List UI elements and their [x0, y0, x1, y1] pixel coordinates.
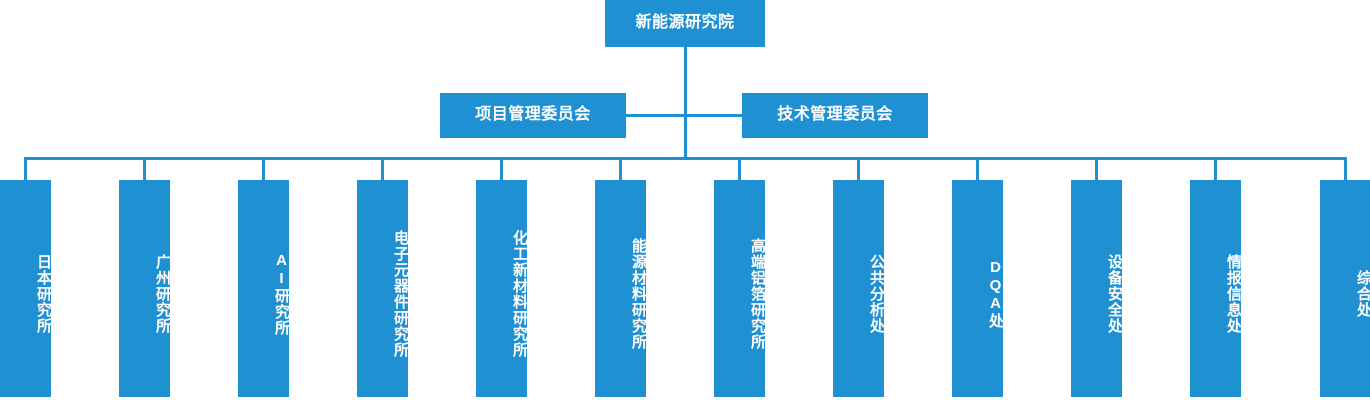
org-node-dept-3-label: AI研究所: [273, 252, 290, 336]
connector-dept-stem-12: [1344, 157, 1347, 180]
org-node-dept-11-label: 情报信息处: [1225, 254, 1242, 334]
org-node-dept-6-label: 能源材料研究所: [630, 238, 647, 350]
org-node-dept-8[interactable]: 公共分析处: [833, 180, 885, 397]
org-node-dept-10-label: 设备安全处: [1106, 254, 1123, 334]
connector-department-bus: [24, 157, 1346, 160]
connector-committee-link: [626, 114, 742, 117]
org-node-committee-technical-management-label: 技术管理委员会: [777, 106, 893, 124]
connector-dept-stem-11: [1214, 157, 1217, 180]
connector-dept-stem-9: [976, 157, 979, 180]
connector-dept-stem-8: [857, 157, 860, 180]
org-node-committee-project-management[interactable]: 项目管理委员会: [440, 93, 626, 138]
org-node-dept-8-label: 公共分析处: [868, 254, 885, 334]
connector-dept-stem-2: [143, 157, 146, 180]
org-node-dept-2[interactable]: 广州研究所: [119, 180, 171, 397]
connector-root-stem: [684, 47, 687, 158]
org-node-dept-4-label: 电子元器件研究所: [392, 230, 409, 358]
org-node-dept-6[interactable]: 能源材料研究所: [595, 180, 647, 397]
org-node-committee-project-management-label: 项目管理委员会: [475, 106, 591, 124]
org-node-dept-5-label: 化工新材料研究所: [511, 230, 528, 358]
org-node-root-label: 新能源研究院: [635, 14, 735, 32]
org-node-dept-3[interactable]: AI研究所: [238, 180, 290, 397]
org-node-committee-technical-management[interactable]: 技术管理委员会: [742, 93, 928, 138]
connector-dept-stem-1: [24, 157, 27, 180]
connector-dept-stem-6: [619, 157, 622, 180]
connector-dept-stem-7: [738, 157, 741, 180]
org-node-dept-7[interactable]: 高端铝箔研究所: [714, 180, 766, 397]
connector-dept-stem-5: [500, 157, 503, 180]
org-node-dept-4[interactable]: 电子元器件研究所: [357, 180, 409, 397]
org-node-dept-12[interactable]: 综合处: [1320, 180, 1370, 397]
org-node-dept-7-label: 高端铝箔研究所: [749, 238, 766, 350]
org-node-dept-9[interactable]: DQA处: [952, 180, 1004, 397]
connector-dept-stem-10: [1095, 157, 1098, 180]
connector-dept-stem-4: [381, 157, 384, 180]
org-node-dept-1-label: 日本研究所: [35, 254, 52, 334]
org-node-dept-11[interactable]: 情报信息处: [1190, 180, 1242, 397]
org-node-dept-2-label: 广州研究所: [154, 254, 171, 334]
org-node-dept-12-label: 综合处: [1355, 270, 1370, 318]
org-node-dept-9-label: DQA处: [987, 259, 1004, 329]
org-node-dept-1[interactable]: 日本研究所: [0, 180, 52, 397]
org-node-dept-10[interactable]: 设备安全处: [1071, 180, 1123, 397]
org-node-root[interactable]: 新能源研究院: [605, 0, 765, 47]
connector-dept-stem-3: [262, 157, 265, 180]
org-node-dept-5[interactable]: 化工新材料研究所: [476, 180, 528, 397]
